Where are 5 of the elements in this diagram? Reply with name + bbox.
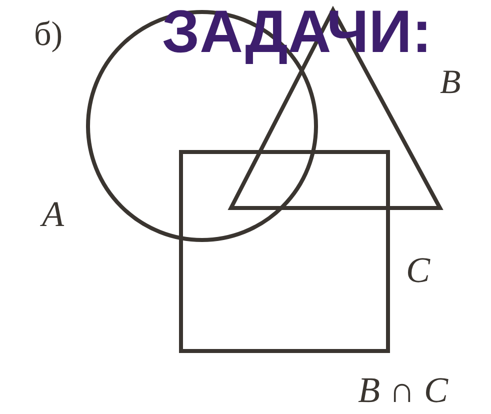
set-label: B [440, 66, 461, 100]
formula-label: B ∩ C [358, 372, 448, 408]
panel-label: б) [34, 18, 63, 52]
set-label: C [406, 252, 430, 288]
set-label: A [42, 196, 64, 232]
